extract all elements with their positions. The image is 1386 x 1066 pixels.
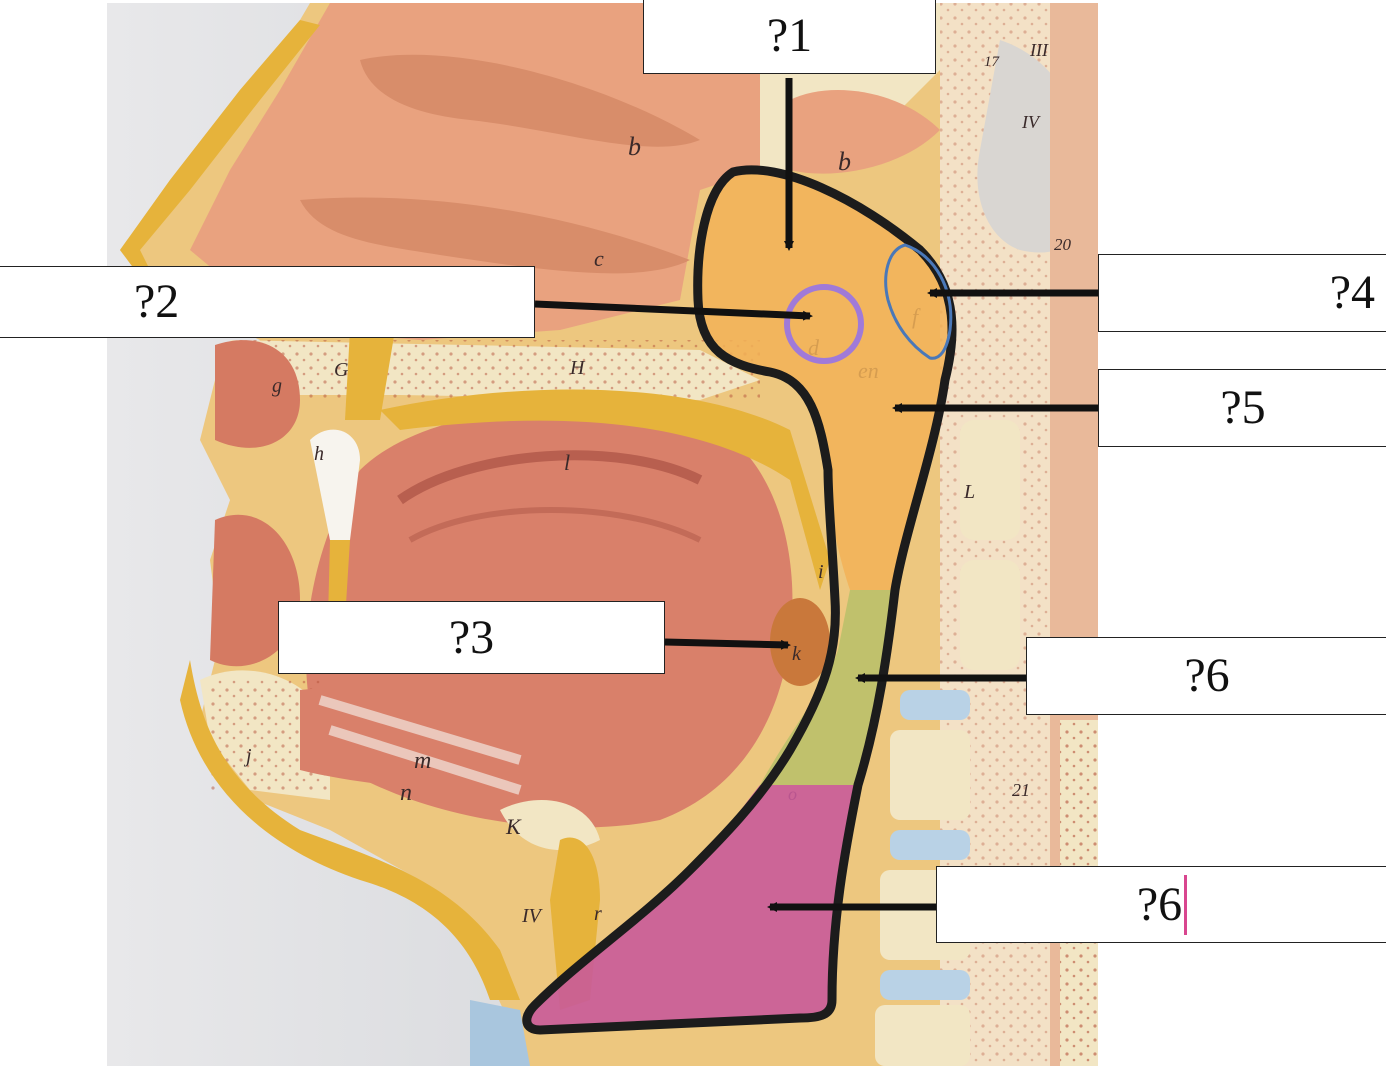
label-4-text: ?4 <box>1329 266 1375 319</box>
pharynx-outline <box>522 165 957 1035</box>
nasopharynx-region <box>697 169 953 590</box>
arrows <box>534 78 1098 912</box>
purple-circle-marker <box>784 284 864 364</box>
model-letter-n: n <box>400 780 412 806</box>
model-letter-m: m <box>414 748 431 774</box>
model-numeral-III: III <box>1029 40 1049 60</box>
label-box-6b[interactable]: ?6 <box>936 866 1386 943</box>
label-2-text: ?2 <box>134 275 180 328</box>
model-letter-b: b <box>628 132 641 161</box>
model-numeral-IV: IV <box>1021 112 1041 132</box>
label-box-4[interactable]: ?4 <box>1098 254 1386 332</box>
model-letter-K: K <box>505 814 522 839</box>
model-letter-G: G <box>334 359 349 381</box>
model-letters: b b c d en f G H g h l i k j m n o K r I… <box>243 40 1072 927</box>
label-box-3[interactable]: ?3 <box>278 601 665 674</box>
label-1-text: ?1 <box>766 9 813 62</box>
model-letter-b: b <box>838 147 851 176</box>
label-box-1[interactable]: ?1 <box>643 0 936 74</box>
model-letter-l: l <box>564 450 570 475</box>
model-number-20: 20 <box>1054 235 1072 254</box>
model-letter-k: k <box>792 643 802 665</box>
laryngopharynx-region <box>529 785 858 1030</box>
arrow-3 <box>664 638 791 650</box>
label-3-text: ?3 <box>448 610 495 664</box>
model-letter-i: i <box>818 561 824 583</box>
model-letter-r: r <box>594 903 602 925</box>
label-box-2[interactable]: ?2 <box>0 266 535 338</box>
model-number-17: 17 <box>984 54 1001 70</box>
model-number-21: 21 <box>1012 780 1030 800</box>
text-cursor <box>1184 874 1188 935</box>
blue-outline-marker <box>884 243 953 360</box>
model-letter-c: c <box>594 246 604 271</box>
label-box-5[interactable]: ?5 <box>1098 369 1386 447</box>
model-letter-j: j <box>243 745 252 767</box>
model-letter-h: h <box>314 443 324 465</box>
label-box-6a[interactable]: ?6 <box>1026 637 1386 715</box>
label-6a-text: ?6 <box>1184 649 1230 702</box>
arrow-2 <box>534 300 813 321</box>
label-6b-text: ?6 <box>1136 877 1183 931</box>
model-letter-g: g <box>272 375 282 397</box>
model-letter-H: H <box>569 357 586 379</box>
model-numeral-IV: IV <box>521 905 544 927</box>
model-letter-L: L <box>963 481 975 503</box>
label-5-text: ?5 <box>1220 381 1266 434</box>
